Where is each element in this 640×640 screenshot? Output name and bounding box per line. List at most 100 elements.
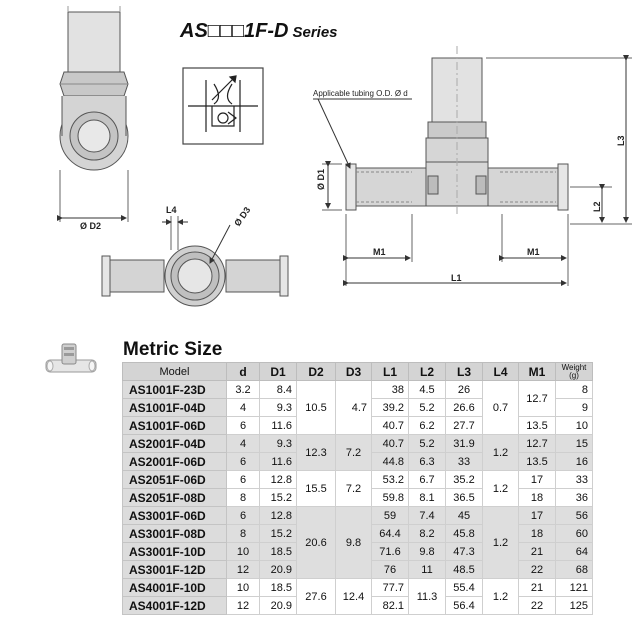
cell-l4: 1.2: [482, 470, 519, 507]
cell-l1: 76: [371, 560, 409, 579]
cell-d1: 20.9: [259, 560, 297, 579]
table-row: AS1001F-06D 6 11.6 40.7 6.2 27.7 13.5 10: [122, 416, 593, 435]
cell-l3: 55.4: [445, 578, 483, 597]
table-row: AS2051F-08D 8 15.2 59.8 8.1 36.5 18 36: [122, 488, 593, 507]
cell-l4: 1.2: [482, 434, 519, 471]
cell-d: 10: [226, 578, 260, 597]
cell-weight: 121: [555, 578, 593, 597]
series-subtitle: Series: [292, 24, 338, 41]
cell-d3: 7.2: [335, 470, 372, 507]
cell-d1: 8.4: [259, 380, 297, 399]
header-l1: L1: [371, 362, 409, 381]
label-d3: Ø D3: [232, 205, 252, 228]
table-row: AS2001F-04D 4 9.3 12.3 7.2 40.7 5.2 31.9…: [122, 434, 593, 471]
cell-d: 6: [226, 470, 260, 489]
cell-l1: 44.8: [371, 452, 409, 471]
series-title-text: AS□□□1F-D: [180, 20, 289, 42]
cell-l1: 64.4: [371, 524, 409, 543]
table-row: AS1001F-23D 3.2 8.4 10.5 4.7 38 4.5 26 0…: [122, 380, 593, 435]
cell-m1: 18: [518, 488, 556, 507]
cell-m1: 21: [518, 542, 556, 561]
table-row: AS4001F-10D 10 18.5 27.6 12.4 77.7 11.3 …: [122, 578, 593, 615]
cell-model: AS1001F-06D: [122, 416, 227, 435]
cell-d: 10: [226, 542, 260, 561]
cell-l3: 33: [445, 452, 483, 471]
cell-d: 4: [226, 434, 260, 453]
cell-d: 3.2: [226, 380, 260, 399]
cell-weight: 56: [555, 506, 593, 525]
cell-l1: 40.7: [371, 416, 409, 435]
cell-l1: 59: [371, 506, 409, 525]
cell-l1: 82.1: [371, 596, 409, 615]
cell-l1: 77.7: [371, 578, 409, 597]
cell-d2: 12.3: [296, 434, 336, 471]
flow-control-symbol: [182, 67, 264, 145]
cell-d: 8: [226, 524, 260, 543]
table-row: AS3001F-06D 6 12.8 20.6 9.8 59 7.4 45 1.…: [122, 506, 593, 579]
cell-model: AS2051F-06D: [122, 470, 227, 489]
cell-l2: 9.8: [408, 542, 446, 561]
side-view-drawing: [101, 245, 289, 307]
cell-d1: 11.6: [259, 452, 297, 471]
cell-l1: 39.2: [371, 398, 409, 417]
front-view-drawing: [59, 6, 129, 171]
cell-d1: 15.2: [259, 488, 297, 507]
label-l2: L2: [592, 201, 602, 212]
cell-model: AS3001F-08D: [122, 524, 227, 543]
cell-l3: 56.4: [445, 596, 483, 615]
cell-m1: 18: [518, 524, 556, 543]
cell-l2: 11: [408, 560, 446, 579]
cell-l2: 8.1: [408, 488, 446, 507]
cell-model: AS3001F-06D: [122, 506, 227, 525]
cell-l3: 26.6: [445, 398, 483, 417]
cell-d1: 12.8: [259, 506, 297, 525]
cell-d1: 18.5: [259, 542, 297, 561]
cell-m1: 17: [518, 506, 556, 525]
cell-weight: 64: [555, 542, 593, 561]
cell-l2: 8.2: [408, 524, 446, 543]
cell-model: AS2001F-06D: [122, 452, 227, 471]
label-applicable-tubing: Applicable tubing O.D. Ø d: [313, 89, 408, 98]
technical-drawings: Ø D2 L4 Ø D3: [57, 6, 632, 307]
header-weight: Weight (g): [555, 362, 593, 381]
cell-d: 6: [226, 506, 260, 525]
label-m1-right: M1: [527, 247, 540, 257]
cell-d3: 9.8: [335, 506, 372, 579]
table-row: AS4001F-12D 12 20.9 82.1 56.4 22 125: [122, 596, 593, 615]
header-m1: M1: [518, 362, 556, 381]
section-title-metric-size: Metric Size: [123, 339, 223, 360]
cell-l2: 6.3: [408, 452, 446, 471]
metric-size-table: Model d D1 D2 D3 L1 L2 L3 L4 M1 Weight (…: [122, 362, 593, 615]
cell-l2: 5.2: [408, 434, 446, 453]
cell-l3: 45.8: [445, 524, 483, 543]
cell-model: AS4001F-10D: [122, 578, 227, 597]
cell-l1: 38: [371, 380, 409, 399]
header-d1: D1: [259, 362, 297, 381]
table-row: AS2001F-06D 6 11.6 44.8 6.3 33 13.5 16: [122, 452, 593, 471]
cell-model: AS1001F-23D: [122, 380, 227, 399]
cell-l4: 0.7: [482, 380, 519, 435]
cell-l1: 40.7: [371, 434, 409, 453]
cell-m1: 12.7: [518, 434, 556, 453]
table-row: AS3001F-12D 12 20.9 76 11 48.5 22 68: [122, 560, 593, 579]
cell-weight: 60: [555, 524, 593, 543]
cell-m1: 12.7: [518, 380, 556, 417]
cell-model: AS1001F-04D: [122, 398, 227, 417]
label-d1: Ø D1: [316, 169, 326, 190]
cell-model: AS3001F-12D: [122, 560, 227, 579]
header-l3: L3: [445, 362, 483, 381]
product-photo: [45, 343, 97, 373]
cell-weight: 33: [555, 470, 593, 489]
header-d3: D3: [335, 362, 372, 381]
cell-l2: 5.2: [408, 398, 446, 417]
cell-d: 12: [226, 596, 260, 615]
table-header-row: Model d D1 D2 D3 L1 L2 L3 L4 M1 Weight (…: [122, 362, 593, 381]
cell-l3: 35.2: [445, 470, 483, 489]
cell-d1: 20.9: [259, 596, 297, 615]
cell-l1: 59.8: [371, 488, 409, 507]
cell-l4: 1.2: [482, 578, 519, 615]
cell-d: 12: [226, 560, 260, 579]
cell-l3: 31.9: [445, 434, 483, 453]
label-l1: L1: [451, 273, 462, 283]
